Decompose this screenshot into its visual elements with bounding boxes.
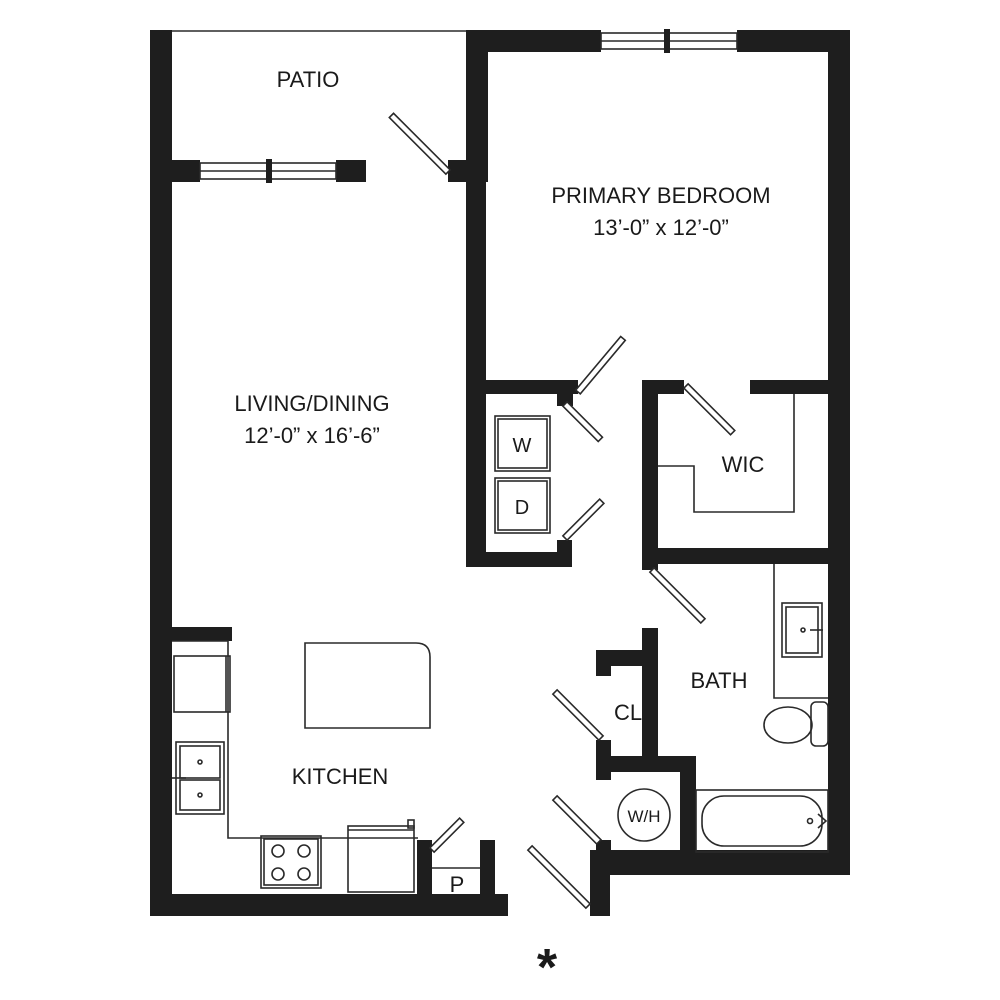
wic-shelving — [658, 394, 795, 513]
island — [304, 642, 431, 729]
bedroom-door — [574, 335, 627, 396]
washer: W — [494, 415, 551, 472]
range — [260, 835, 322, 889]
entry-door — [526, 844, 592, 910]
bathtub — [695, 789, 829, 853]
bath-fixtures — [695, 564, 829, 853]
bath-sink — [781, 602, 823, 658]
primary-bedroom-dims: 13’-0” x 12’-0” — [593, 215, 729, 240]
interior-walls — [150, 30, 830, 902]
laundry: W D — [494, 415, 551, 534]
windows — [199, 29, 738, 183]
refrigerator — [173, 655, 231, 713]
water-heater-label: W/H — [627, 807, 660, 826]
laundry-door-upper — [561, 400, 604, 443]
kitchen-fixtures — [172, 640, 480, 893]
bath-label: BATH — [690, 668, 747, 693]
laundry-door-lower — [561, 497, 606, 542]
dryer: D — [494, 477, 551, 534]
doors — [388, 112, 736, 910]
closet-label: CL — [614, 700, 642, 725]
washer-label: W — [513, 435, 532, 457]
kitchen-label: KITCHEN — [292, 764, 389, 789]
closet-door — [551, 688, 605, 742]
dryer-label: D — [515, 497, 529, 519]
room-labels: PATIO PRIMARY BEDROOM 13’-0” x 12’-0” LI… — [234, 67, 770, 897]
primary-bedroom-label: PRIMARY BEDROOM — [551, 183, 770, 208]
living-dining-dims: 12’-0” x 16’-6” — [244, 423, 380, 448]
patio-door — [388, 112, 452, 176]
entry-marker: * — [537, 939, 558, 997]
bath-door — [648, 566, 707, 625]
toilet — [763, 701, 829, 747]
kitchen-sink — [172, 741, 225, 815]
patio-label: PATIO — [277, 67, 340, 92]
pantry-label: P — [450, 872, 465, 897]
wic-label: WIC — [722, 452, 765, 477]
dishwasher — [347, 819, 415, 893]
pantry-door — [428, 817, 465, 854]
water-heater: W/H — [617, 788, 671, 842]
wic-door — [682, 382, 736, 436]
living-dining-label: LIVING/DINING — [234, 391, 389, 416]
exterior-walls — [150, 30, 850, 916]
wh-door — [551, 794, 603, 846]
